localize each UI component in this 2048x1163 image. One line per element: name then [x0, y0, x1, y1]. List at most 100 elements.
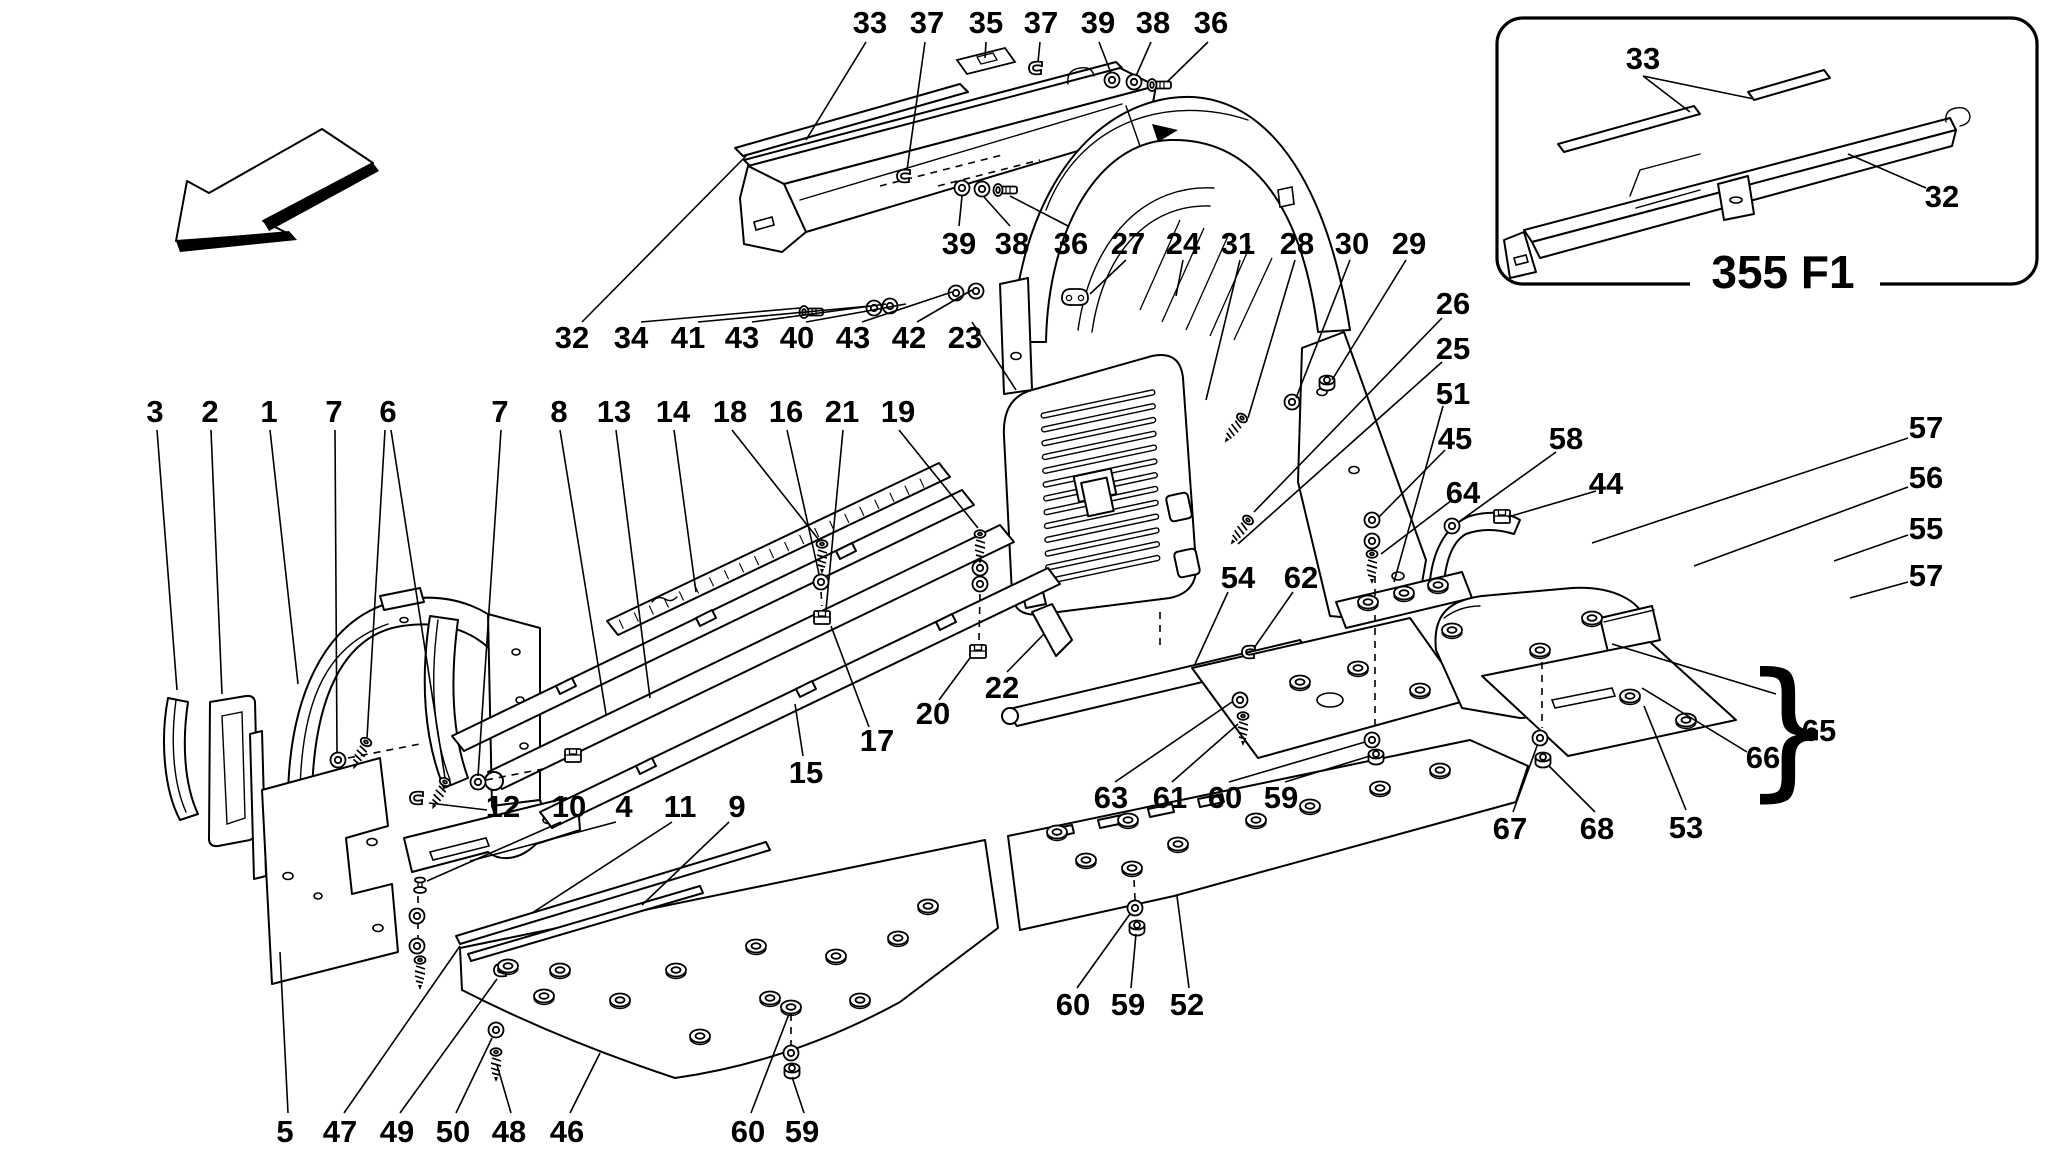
- leader-line: [958, 195, 963, 227]
- fastener-washer-icon: [487, 1021, 505, 1039]
- arch-hatch: [1185, 235, 1229, 331]
- axis-dash: [879, 153, 1007, 187]
- arch-left-tab: [999, 277, 1033, 395]
- tread-rib: [708, 577, 715, 587]
- leader-line: [531, 821, 673, 914]
- tread-rib: [738, 562, 745, 573]
- fastener-cclip-icon: [896, 168, 911, 184]
- fastener-grommet-icon: [1427, 577, 1449, 595]
- callout-6: 6: [379, 394, 396, 429]
- callout-45: 45: [1438, 421, 1472, 456]
- leader-line: [496, 1064, 512, 1114]
- callout-1: 1: [260, 394, 277, 429]
- louver-slot: [1044, 513, 1160, 543]
- callout-60: 60: [731, 1114, 765, 1149]
- leader-line: [1849, 581, 1909, 599]
- callout-57: 57: [1909, 410, 1943, 445]
- sill-end-hook: [1067, 66, 1095, 85]
- tread-rib: [723, 570, 730, 580]
- callout-30: 30: [1335, 226, 1369, 261]
- fastener-grommet-icon: [1121, 860, 1143, 878]
- leader-line: [791, 1076, 805, 1114]
- callout-10: 10: [552, 789, 586, 824]
- callout-48: 48: [492, 1114, 526, 1149]
- leader-line: [1253, 317, 1443, 513]
- leader-line: [1642, 75, 1691, 113]
- callout-36: 36: [1054, 226, 1088, 261]
- fastener-grommet-icon: [549, 962, 571, 980]
- leader-line: [210, 429, 223, 695]
- axis-dash: [485, 767, 549, 781]
- callout-59: 59: [1264, 780, 1298, 815]
- fastener-nut-icon: [1318, 374, 1336, 392]
- louver-slot: [1042, 444, 1158, 474]
- fastener-bolt-icon: [992, 183, 1018, 197]
- leader-line: [428, 802, 488, 811]
- louvered-shield: [1002, 354, 1201, 616]
- fastener-spring-icon: [431, 776, 452, 810]
- louver-slot: [1041, 430, 1157, 461]
- leader-line: [861, 291, 953, 323]
- callout-32: 32: [555, 320, 589, 355]
- tread-rib: [663, 598, 669, 608]
- callout-7: 7: [325, 394, 342, 429]
- caption-gap: [1690, 270, 1880, 296]
- leader-line: [1611, 643, 1777, 695]
- fastener-washer-icon: [865, 299, 883, 317]
- callout-36: 36: [1194, 5, 1228, 40]
- callout-16: 16: [769, 394, 803, 429]
- leader-line: [1130, 933, 1137, 989]
- plate-66: [1481, 641, 1737, 757]
- fastener-grommet-icon: [1581, 610, 1603, 628]
- leader-line: [1512, 745, 1538, 813]
- fastener-clipnut-icon: [969, 644, 987, 659]
- fastener-washer-icon: [812, 573, 830, 591]
- callout-59: 59: [785, 1114, 819, 1149]
- fastener-grommet-icon: [1075, 852, 1097, 870]
- fastener-spring-icon: [815, 539, 829, 574]
- fastener-spring-icon: [352, 736, 373, 770]
- fastener-washer-icon: [973, 180, 991, 198]
- tread-rib: [648, 605, 654, 615]
- fastener-washer-icon: [967, 282, 985, 300]
- fastener-grommet-icon: [1245, 812, 1267, 830]
- rear-arch-outer: [1011, 96, 1351, 343]
- callout-40: 40: [780, 320, 814, 355]
- callout-26: 26: [1436, 286, 1470, 321]
- fastener-washer-icon: [1103, 71, 1121, 89]
- callout-28: 28: [1280, 226, 1314, 261]
- leader-line: [697, 305, 871, 323]
- leader-line: [1642, 75, 1755, 100]
- fastener-grommet-icon: [1441, 622, 1463, 640]
- callout-58: 58: [1549, 421, 1583, 456]
- leader-line: [1037, 41, 1041, 63]
- arch-hatch: [1161, 227, 1205, 323]
- callout-61: 61: [1153, 780, 1187, 815]
- seal-3: [163, 697, 199, 821]
- leader-line: [1205, 259, 1241, 401]
- fastener-clipnut-icon: [564, 748, 582, 763]
- callout-62: 62: [1284, 560, 1318, 595]
- rear-wheelhouse: [999, 96, 1521, 619]
- louver-slot: [1044, 527, 1160, 557]
- fastener-grommet-icon: [745, 938, 767, 956]
- leader-line: [1114, 701, 1233, 783]
- arch-apex-tab: [379, 587, 425, 611]
- tread-rib: [874, 499, 880, 510]
- fastener-grommet-icon: [533, 988, 555, 1006]
- callout-35: 35: [969, 5, 1003, 40]
- leader-line: [1089, 259, 1127, 295]
- fastener-cclip-icon: [1028, 60, 1043, 76]
- fastener-grommet-icon: [1289, 674, 1311, 692]
- fastener-nut-icon: [1534, 751, 1552, 769]
- fastener-grommet-icon: [1409, 682, 1431, 700]
- leader-line: [938, 657, 971, 701]
- fastener-stud-icon: [413, 876, 427, 894]
- callout-21: 21: [825, 394, 859, 429]
- front-wheelhouse: [163, 587, 581, 985]
- leader-line: [1641, 687, 1748, 753]
- callout-51: 51: [1436, 376, 1470, 411]
- leader-line: [1295, 259, 1351, 399]
- callout-55: 55: [1909, 511, 1943, 546]
